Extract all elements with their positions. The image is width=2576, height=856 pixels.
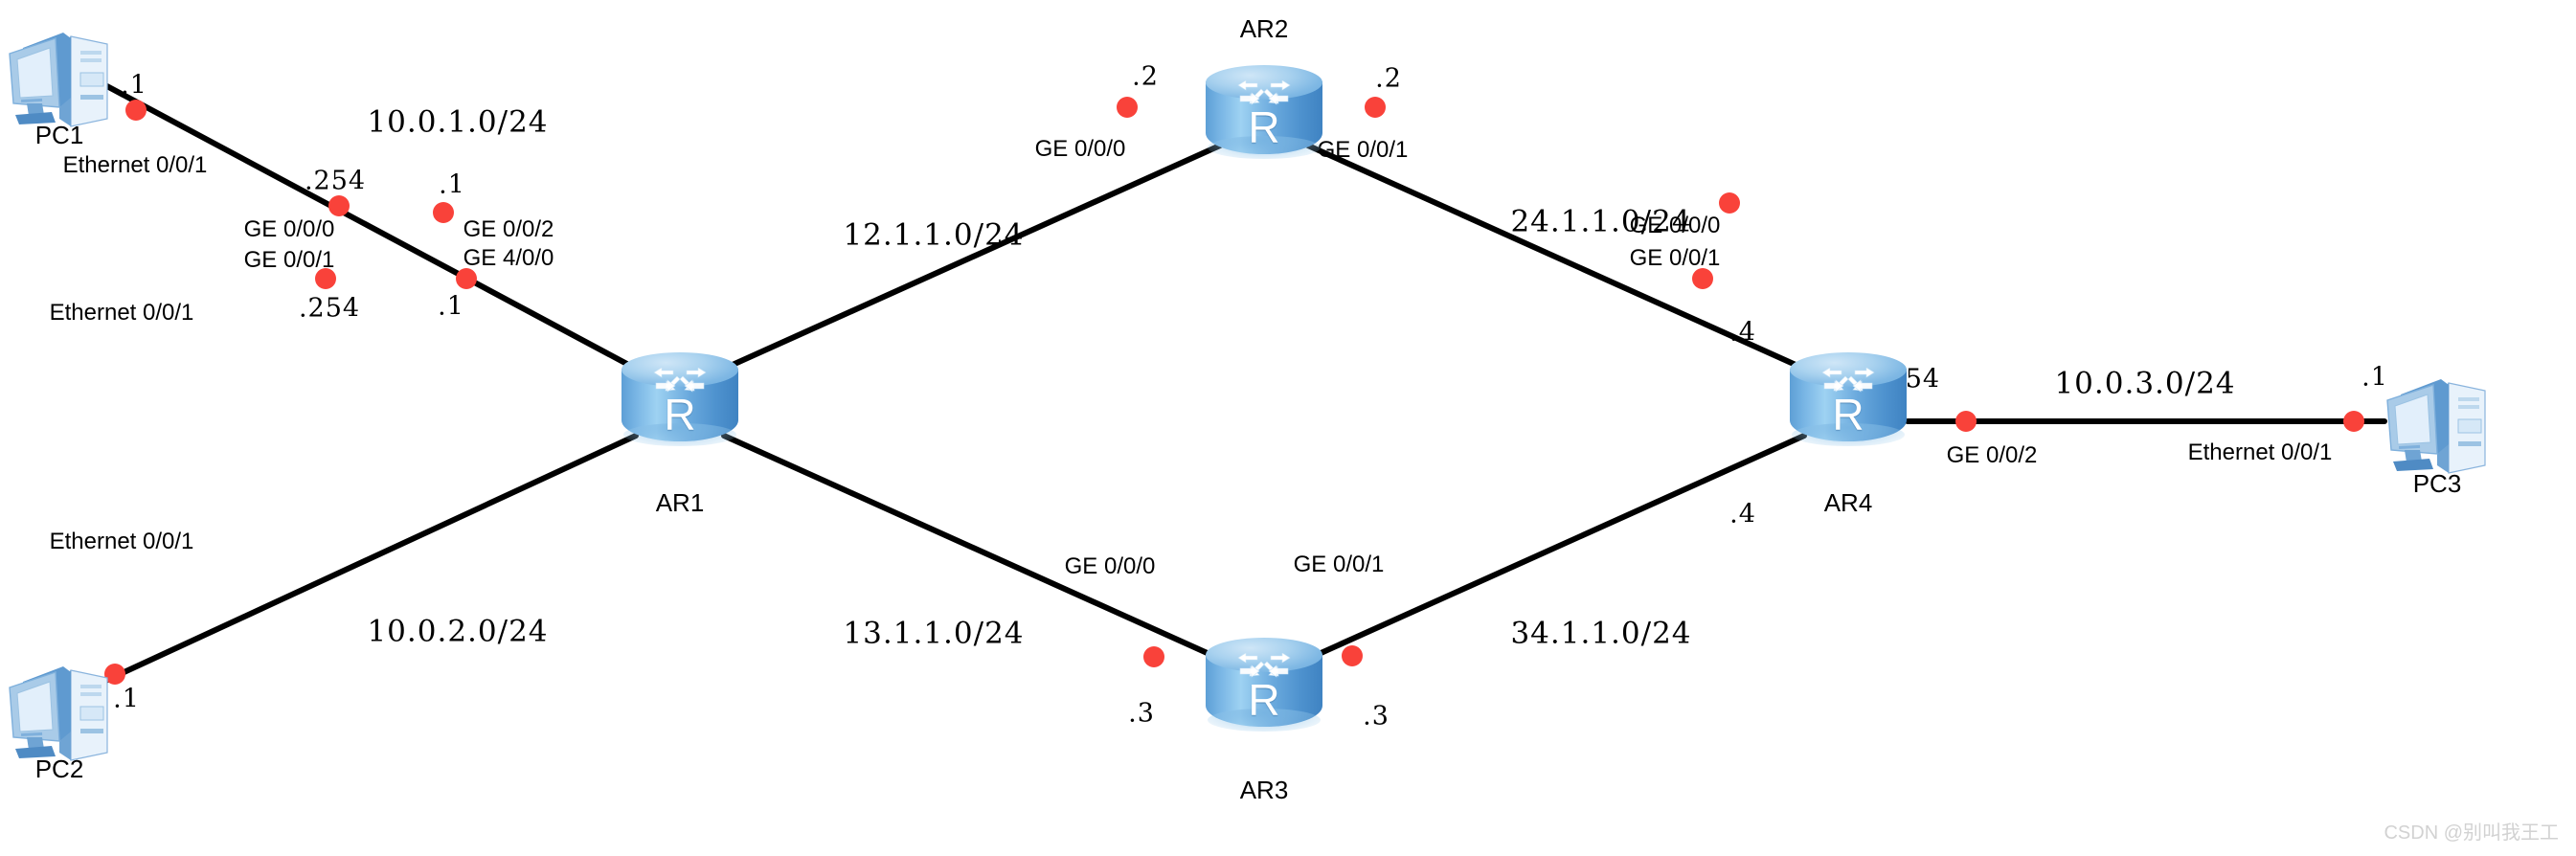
host-number-label: .2 [1375, 63, 1402, 94]
desktop-computer-icon [9, 666, 108, 761]
router-top [1206, 65, 1322, 100]
host-number-label: .3 [1363, 701, 1390, 732]
link-ar1-ar2[interactable] [721, 143, 1223, 372]
router-arrows-icon [653, 368, 707, 393]
router-top [1206, 638, 1322, 672]
port-dot[interactable] [2343, 411, 2364, 432]
router-shadow [1792, 423, 1905, 446]
router-arrows-icon [1821, 368, 1875, 393]
port-dot[interactable] [456, 268, 477, 289]
network-label-ar1-ar3: 13.1.1.0/24 [843, 616, 1025, 651]
host-number-label: .254 [298, 293, 361, 324]
port-dot[interactable] [1692, 268, 1713, 289]
port-dot[interactable] [328, 195, 350, 216]
router-arrows-icon [1237, 80, 1291, 105]
router-shadow [1208, 136, 1321, 159]
host-number-label: .1 [121, 70, 147, 101]
device-name-pc3: PC3 [2412, 469, 2462, 498]
host-number-label: .4 [1729, 317, 1756, 348]
device-name-pc1: PC1 [34, 121, 84, 149]
network-label-ar2-ar4: 24.1.1.0/24 [1510, 204, 1692, 239]
host-number-label: .4 [1729, 499, 1756, 529]
interface-label: GE 0/0/1 [1293, 552, 1385, 577]
host-number-label: .254 [304, 166, 367, 196]
router-node-ar1[interactable]: R [621, 352, 738, 452]
interface-label: GE 0/0/1 [1629, 245, 1721, 271]
port-dot[interactable] [1365, 97, 1386, 118]
pc-node-pc1[interactable] [0, 19, 119, 130]
interface-label: GE 0/0/0 [1629, 213, 1721, 238]
interface-label: GE 0/0/2 [1946, 442, 2038, 468]
pc-node-pc2[interactable] [0, 653, 119, 764]
router-r-letter: R [1248, 102, 1280, 152]
port-dot[interactable] [1342, 645, 1363, 666]
interface-label: GE 0/0/1 [1317, 137, 1409, 163]
pc-node-pc3[interactable] [2378, 366, 2497, 477]
interface-label: GE 0/0/0 [1064, 553, 1156, 579]
interface-label: Ethernet 0/0/1 [49, 300, 194, 326]
device-name-ar3: AR3 [1239, 776, 1289, 804]
router-node-ar4[interactable]: R [1790, 352, 1907, 452]
desktop-computer-icon [2386, 379, 2486, 474]
host-number-label: .2 [1132, 61, 1159, 92]
router-r-letter: R [664, 390, 696, 439]
host-number-label: .1 [113, 684, 140, 714]
device-name-pc2: PC2 [34, 755, 84, 783]
device-name-ar1: AR1 [655, 488, 705, 517]
port-dot[interactable] [1719, 192, 1740, 214]
router-top [621, 352, 738, 387]
device-name-ar2: AR2 [1239, 14, 1289, 43]
router-shadow [623, 423, 736, 446]
router-r-letter: R [1248, 675, 1280, 725]
watermark: CSDN @别叫我王工 [2384, 822, 2559, 844]
interface-label: GE 4/0/0 [463, 245, 554, 271]
port-dot[interactable] [1955, 411, 1977, 432]
interface-label: GE 0/0/0 [1034, 136, 1126, 162]
network-label-ar4-pc3: 10.0.3.0/24 [2054, 366, 2236, 401]
host-number-label: .1 [439, 169, 465, 200]
router-arrows-icon [1237, 653, 1291, 678]
router-node-ar3[interactable]: R [1206, 638, 1322, 737]
host-number-label: .1 [2361, 362, 2388, 393]
router-top [1790, 352, 1907, 387]
interface-label: GE 0/0/1 [243, 247, 335, 273]
network-label-ar1-ar2: 12.1.1.0/24 [843, 217, 1025, 253]
port-dot[interactable] [125, 100, 147, 121]
port-dot[interactable] [1117, 97, 1138, 118]
device-name-ar4: AR4 [1823, 488, 1873, 517]
interface-label: Ethernet 0/0/1 [2187, 439, 2333, 465]
port-dot[interactable] [1143, 646, 1164, 667]
router-node-ar2[interactable]: R [1206, 65, 1322, 165]
host-number-label: .1 [438, 291, 464, 322]
interface-label: Ethernet 0/0/1 [49, 529, 194, 554]
network-label-pc1-ar1: 10.0.1.0/24 [367, 104, 549, 140]
network-label-pc2-ar1: 10.0.2.0/24 [367, 614, 549, 649]
interface-label: GE 0/0/0 [243, 216, 335, 242]
router-r-letter: R [1832, 390, 1864, 439]
router-shadow [1208, 709, 1321, 732]
desktop-computer-icon [9, 33, 108, 127]
interface-label: Ethernet 0/0/1 [62, 152, 208, 178]
port-dot[interactable] [433, 202, 454, 223]
interface-label: GE 0/0/2 [463, 216, 554, 242]
network-label-ar3-ar4: 34.1.1.0/24 [1510, 616, 1692, 651]
host-number-label: .3 [1128, 698, 1155, 729]
